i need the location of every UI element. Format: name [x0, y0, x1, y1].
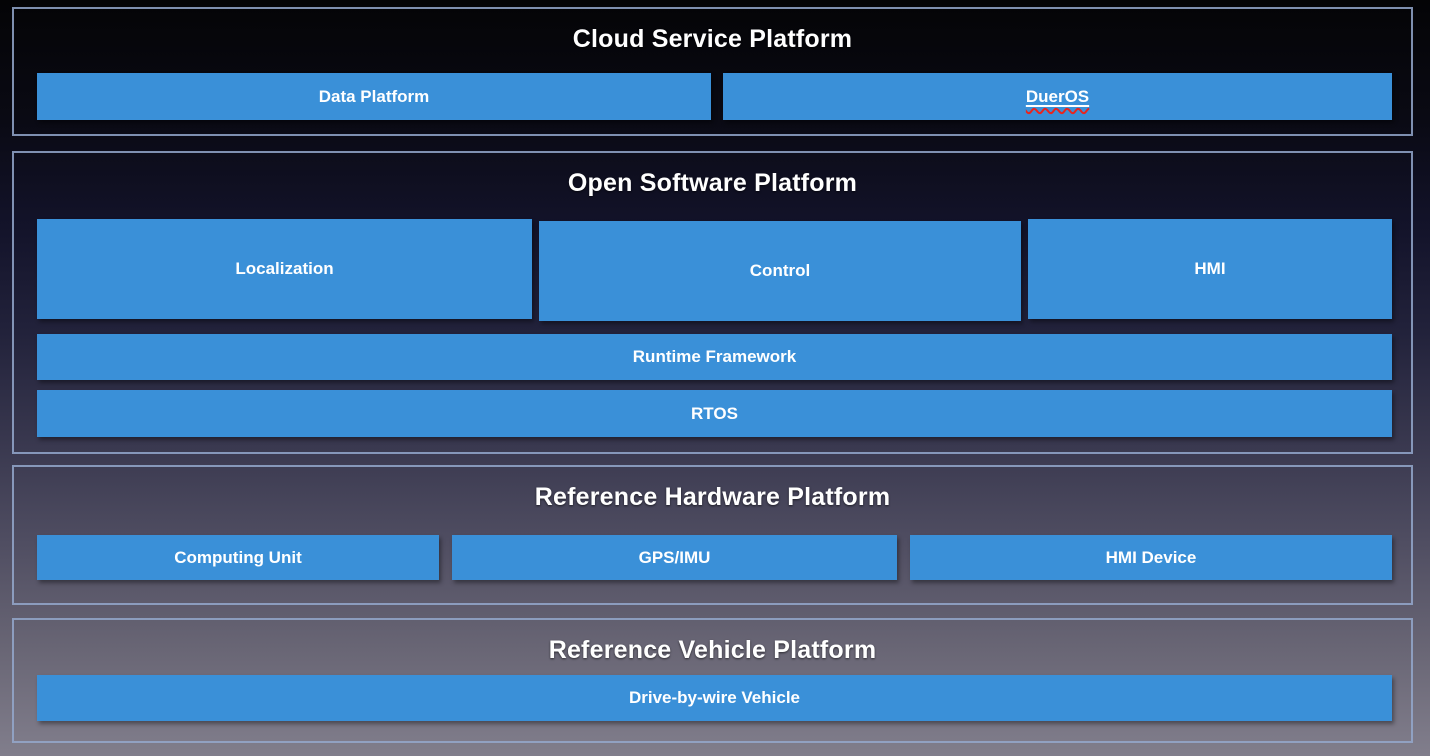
box-data-platform-label: Data Platform [318, 86, 430, 106]
box-drive-by-wire-vehicle-label: Drive-by-wire Vehicle [628, 688, 801, 707]
box-computing-unit-label: Computing Unit [174, 547, 302, 567]
box-drive-by-wire-vehicle: Drive-by-wire Vehicle [37, 675, 1392, 721]
box-hmi-device: HMI Device [910, 535, 1392, 580]
box-data-platform: Data Platform [37, 73, 711, 120]
dueros-link[interactable]: DuerOS [1026, 87, 1089, 107]
box-rtos-label: RTOS [691, 403, 738, 423]
section-title-cloud-service-platform: Cloud Service Platform [572, 25, 853, 53]
dueros-link-label: DuerOS [1025, 86, 1090, 106]
box-hmi-device-label: HMI Device [1105, 547, 1197, 567]
section-cloud-service-platform: Cloud Service Platform Data Platform Due… [12, 7, 1413, 136]
box-gps-imu: GPS/IMU [452, 535, 897, 580]
section-title-open-software-platform: Open Software Platform [567, 169, 858, 197]
box-hmi: HMI [1028, 219, 1392, 319]
box-hmi-label: HMI [1194, 259, 1226, 278]
box-dueros[interactable]: DuerOS [723, 73, 1392, 120]
box-rtos: RTOS [37, 390, 1392, 437]
box-control: Control [539, 221, 1021, 321]
section-reference-hardware-platform: Reference Hardware Platform Computing Un… [12, 465, 1413, 605]
box-control-label: Control [749, 261, 811, 280]
box-localization-label: Localization [235, 259, 334, 278]
box-localization: Localization [37, 219, 532, 319]
box-runtime-framework: Runtime Framework [37, 334, 1392, 380]
box-runtime-framework-label: Runtime Framework [632, 347, 797, 366]
section-reference-vehicle-platform: Reference Vehicle Platform Drive-by-wire… [12, 618, 1413, 743]
section-title-reference-vehicle-platform: Reference Vehicle Platform [548, 636, 877, 664]
box-gps-imu-label: GPS/IMU [638, 547, 711, 567]
box-computing-unit: Computing Unit [37, 535, 439, 580]
section-title-reference-hardware-platform: Reference Hardware Platform [534, 483, 891, 511]
section-open-software-platform: Open Software Platform Localization Cont… [12, 151, 1413, 454]
